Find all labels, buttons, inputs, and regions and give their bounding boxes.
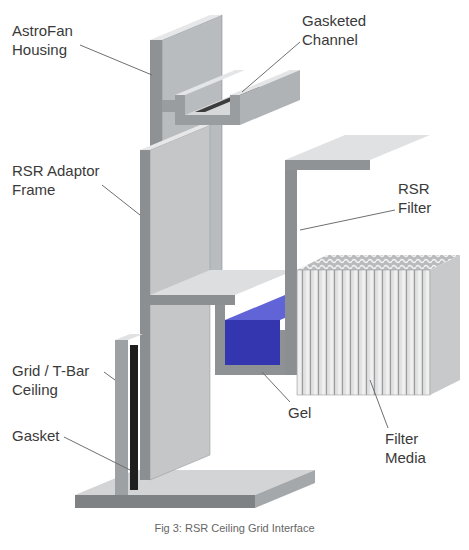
- part-label: Gel: [288, 404, 328, 423]
- part-label: Gasketed Channel: [302, 12, 387, 50]
- part-label: Grid / T-Bar Ceiling: [12, 362, 107, 400]
- part-label: RSR Adaptor Frame: [12, 162, 107, 200]
- part-label: AstroFan Housing: [12, 22, 102, 60]
- figure-caption: Fig 3: RSR Ceiling Grid Interface: [0, 522, 469, 534]
- part-label: Filter Media: [385, 430, 445, 468]
- part-label: Gasket: [12, 427, 82, 446]
- part-label: RSR Filter: [398, 180, 453, 218]
